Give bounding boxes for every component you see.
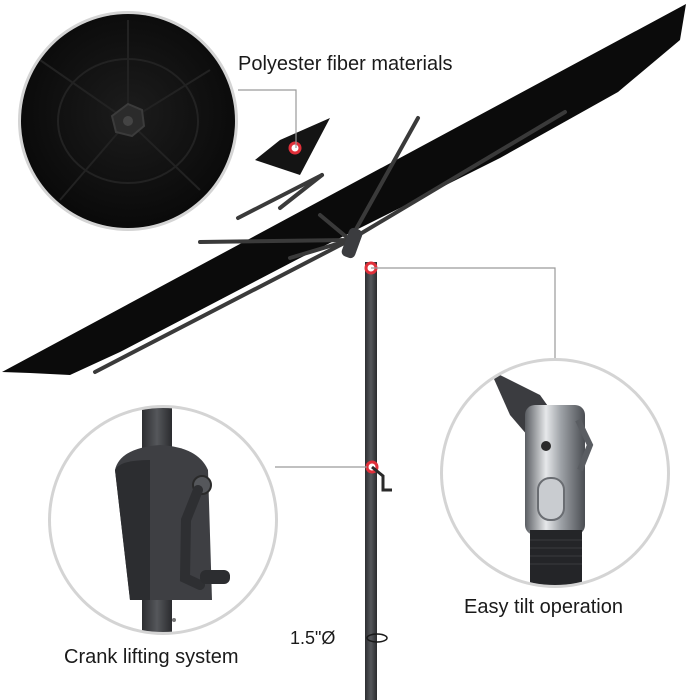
pole-diameter-ring (366, 633, 388, 643)
canopy-marker (288, 141, 302, 155)
crank-handle-small (371, 465, 392, 492)
polyester-label: Polyester fiber materials (238, 53, 453, 75)
leader-lines (238, 89, 556, 468)
umbrella-pole (365, 262, 377, 700)
diameter-label: 1.5"Ø (290, 628, 336, 648)
crank-detail-callout (48, 405, 278, 635)
crank-label: Crank lifting system (64, 646, 239, 668)
umbrella-ribs (93, 110, 567, 374)
umbrella-hub (341, 227, 363, 259)
tilt-label: Easy tilt operation (464, 596, 623, 618)
canopy-detail-callout (18, 11, 238, 231)
tilt-detail-callout (440, 358, 670, 588)
